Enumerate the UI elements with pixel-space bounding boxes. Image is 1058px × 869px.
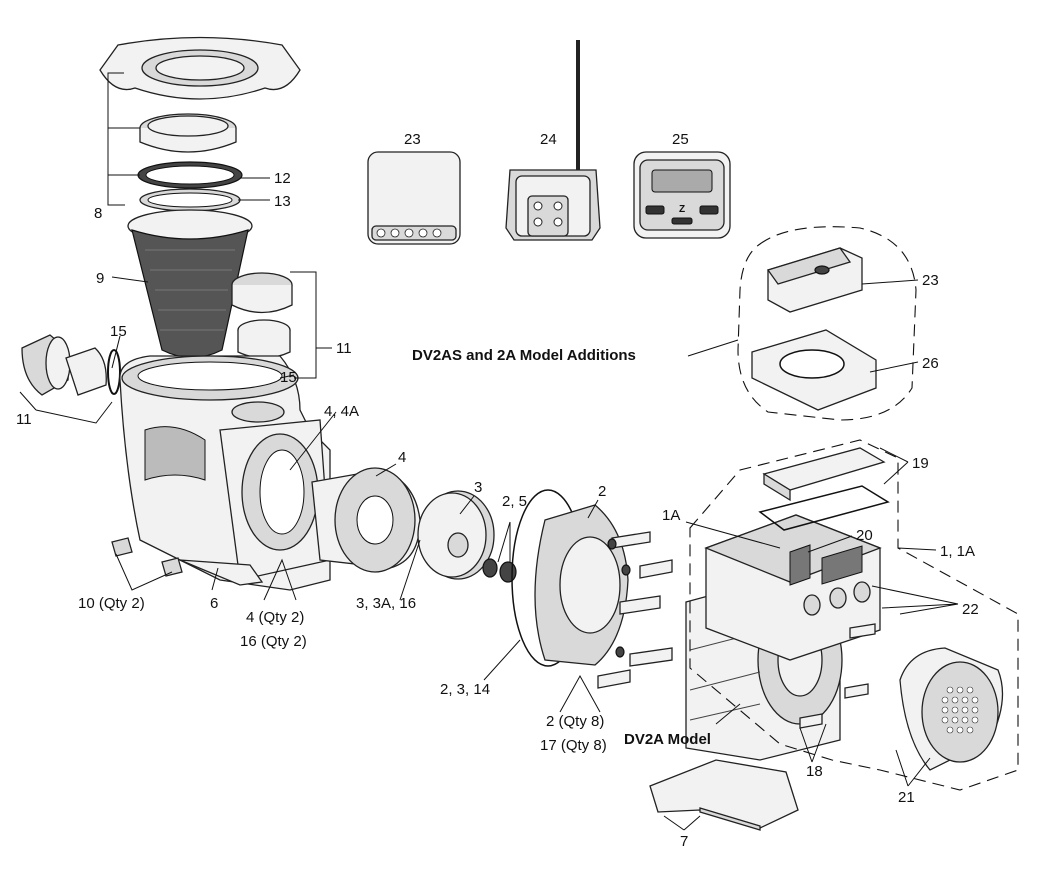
callout-10-qty2: 10 (Qty 2): [78, 595, 145, 612]
callout-1-1a: 1, 1A: [940, 543, 975, 560]
callout-2: 2: [598, 483, 606, 500]
callout-11-left: 11: [16, 411, 32, 428]
model-heading: DV2A Model: [624, 731, 711, 748]
controller-23: [367, 151, 461, 245]
callout-2-5: 2, 5: [502, 493, 527, 510]
addon-bracket: [751, 329, 877, 411]
additions-heading: DV2AS and 2A Model Additions: [412, 347, 636, 364]
callout-17-qty8: 17 (Qty 8): [540, 737, 607, 754]
dv2a-outline: [689, 439, 1019, 791]
callout-12: 12: [274, 170, 291, 187]
drain-plug-2: [161, 557, 183, 577]
callout-8: 8: [94, 205, 102, 222]
drain-plug-1: [111, 537, 133, 557]
impeller: [417, 490, 495, 580]
callout-11-right: 11: [336, 340, 352, 357]
callout-9: 9: [96, 270, 104, 287]
strainer-cover: [139, 113, 237, 153]
callout-13: 13: [274, 193, 291, 210]
callout-7: 7: [680, 833, 688, 850]
callout-3: 3: [474, 479, 482, 496]
leader-lines: [19, 72, 959, 831]
fan-cover: [899, 647, 1004, 771]
motor-bolts: [799, 623, 876, 729]
callout-2-3-14: 2, 3, 14: [440, 681, 490, 698]
callout-22: 22: [962, 601, 979, 618]
diffuser: [311, 467, 421, 573]
additions-outline: [737, 226, 917, 421]
callout-15-right: 15: [280, 369, 297, 386]
callout-25: 25: [672, 131, 689, 148]
bolt-set: [597, 531, 673, 689]
callout-23-side: 23: [922, 272, 939, 289]
cover-o-ring: [137, 161, 243, 189]
union-nut-left: [21, 334, 71, 396]
drive-enclosure: [704, 514, 882, 661]
callout-19: 19: [912, 455, 929, 472]
union-tailpiece-left: [65, 347, 121, 396]
callout-4-qty2: 4 (Qty 2): [246, 609, 304, 626]
callout-3-3a-16: 3, 3A, 16: [356, 595, 416, 612]
wireless-controller-24: [505, 40, 601, 241]
callout-20: 20: [856, 527, 873, 544]
callout-2-qty8: 2 (Qty 8): [546, 713, 604, 730]
basket-gasket: [139, 188, 241, 212]
callout-23-top: 23: [404, 131, 421, 148]
callout-6: 6: [210, 595, 218, 612]
callout-21: 21: [898, 789, 915, 806]
callout-4-4a: 4, 4A: [324, 403, 359, 420]
callout-15-left: 15: [110, 323, 127, 340]
callout-4: 4: [398, 449, 406, 466]
pump-body: [119, 355, 331, 591]
control-panel-25: Z: [633, 151, 731, 239]
strainer-basket: [127, 209, 253, 359]
mounting-foot: [649, 759, 799, 831]
callout-labels: 8 12 13 9 11 15 15 11 4, 4A 4 3 2, 5 2 6…: [16, 131, 979, 850]
callout-16-qty2: 16 (Qty 2): [240, 633, 307, 650]
addon-controller: [766, 247, 863, 313]
union-tailpiece-right: [237, 319, 291, 359]
union-nut-right: [231, 272, 293, 314]
callout-26: 26: [922, 355, 939, 372]
callout-18: 18: [806, 763, 823, 780]
lock-ring: [99, 36, 301, 100]
callout-24: 24: [540, 131, 557, 148]
cover-gasket: [758, 485, 890, 531]
shaft-seal: [482, 558, 517, 583]
seal-plate: [511, 489, 629, 667]
svg-text:Z: Z: [679, 204, 685, 215]
callout-1a: 1A: [662, 507, 680, 524]
drive-cover: [762, 447, 886, 502]
